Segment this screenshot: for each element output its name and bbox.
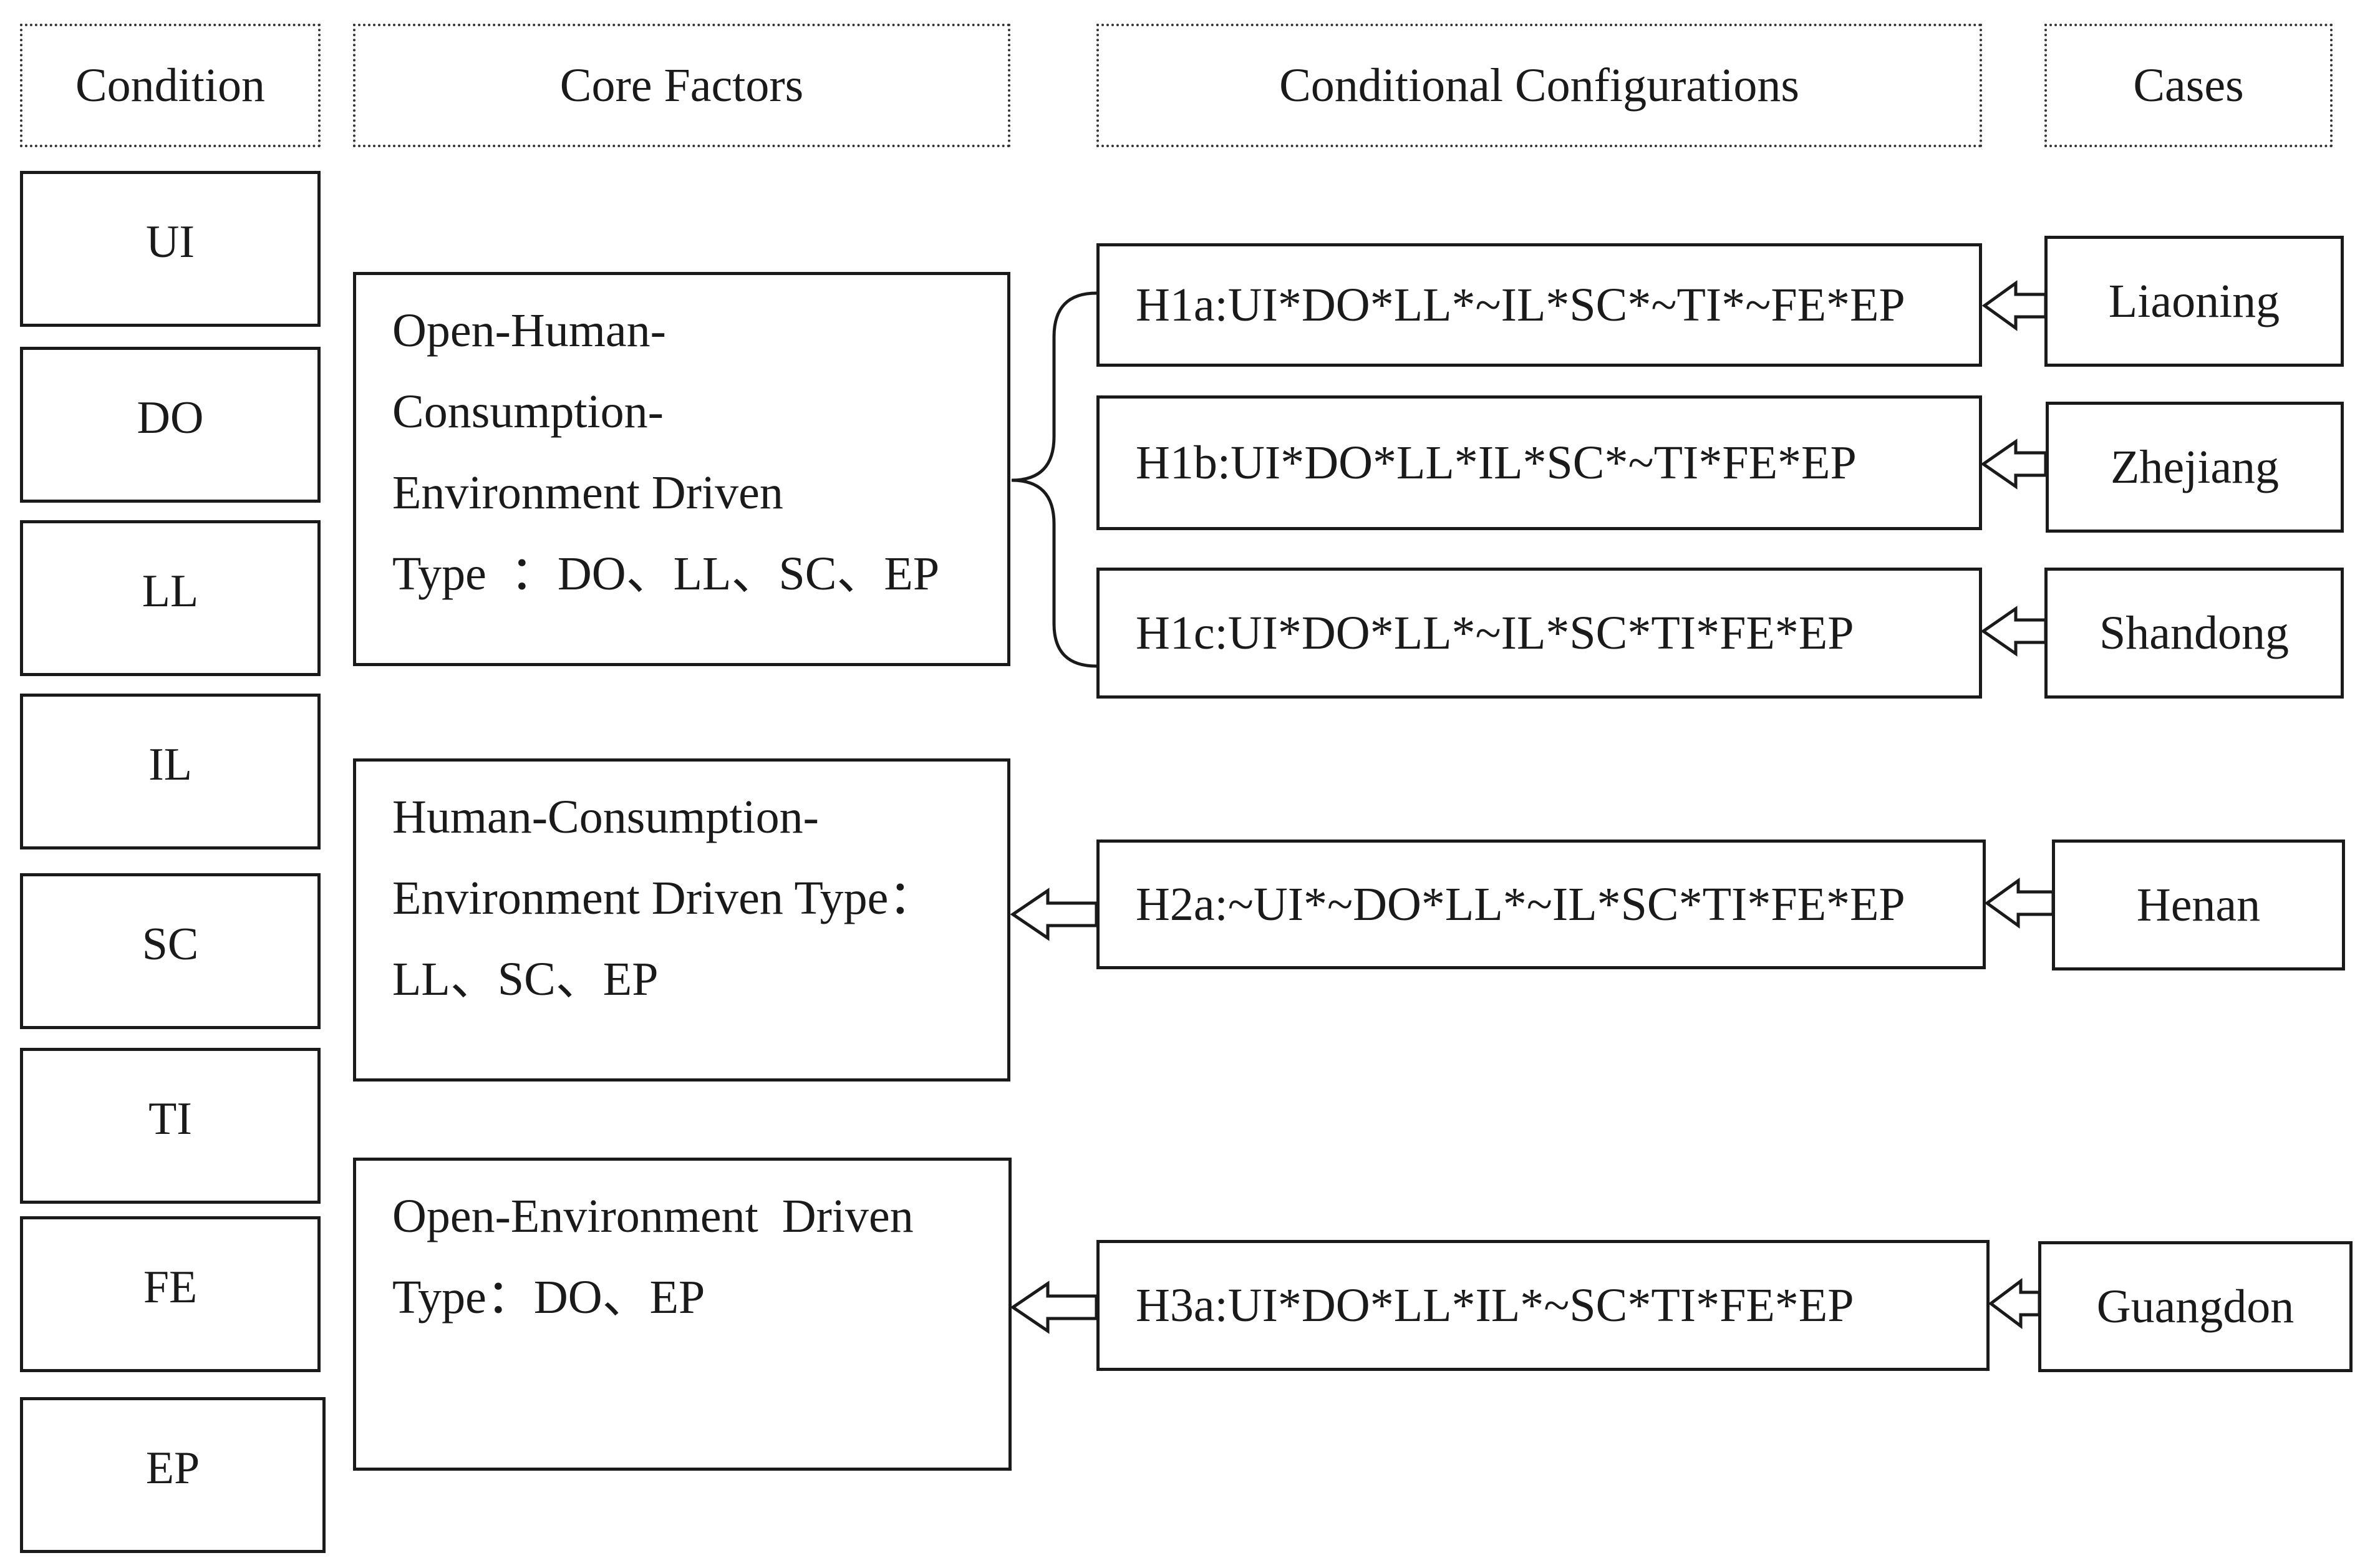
case-box: Henan	[2052, 840, 2345, 970]
case-label: Henan	[2136, 879, 2261, 931]
header-condition-label: Condition	[75, 59, 266, 112]
core-factor-line: Environment Driven Type：	[392, 872, 936, 924]
arrow-h3a-to-core	[1010, 1280, 1098, 1334]
core-factor-line: Human-Consumption-	[392, 791, 819, 843]
case-label: Guangdon	[2096, 1280, 2295, 1333]
core-factor-line: Environment Driven	[392, 467, 783, 519]
condition-label: SC	[142, 919, 199, 970]
configuration-label: H1c:UI*DO*LL*~IL*SC*TI*FE*EP	[1136, 607, 1854, 659]
header-core-factors: Core Factors	[353, 24, 1010, 147]
configuration-box: H2a:~UI*~DO*LL*~IL*SC*TI*FE*EP	[1096, 840, 1986, 969]
configuration-label: H1a:UI*DO*LL*~IL*SC*~TI*~FE*EP	[1136, 279, 1905, 331]
arrow-henan-to-h2a	[1984, 878, 2055, 929]
condition-box: SC	[20, 873, 321, 1029]
core-factor-line: Type ：DO、LL、SC、EP	[392, 548, 940, 600]
configuration-box: H3a:UI*DO*LL*IL*~SC*TI*FE*EP	[1096, 1240, 1990, 1371]
case-box: Liaoning	[2044, 236, 2344, 367]
core-factor-box: Open-Human- Consumption- Environment Dri…	[353, 272, 1010, 666]
condition-label: LL	[142, 566, 199, 617]
case-label: Zhejiang	[2110, 441, 2280, 493]
core-factor-line: Open-Human-	[392, 304, 666, 357]
header-cases: Cases	[2044, 24, 2333, 147]
condition-box: UI	[20, 171, 321, 327]
configuration-label: H2a:~UI*~DO*LL*~IL*SC*TI*FE*EP	[1136, 878, 1905, 931]
case-box: Zhejiang	[2046, 402, 2344, 533]
header-configurations-label: Conditional Configurations	[1279, 59, 1799, 112]
arrow-h2a-to-core	[1010, 888, 1098, 941]
core-factor-line: Open-Environment Driven	[392, 1190, 914, 1242]
core-factor-line: Type：DO、EP	[392, 1271, 705, 1324]
condition-box: TI	[20, 1048, 321, 1204]
arrow-guangdon-to-h3a	[1988, 1278, 2041, 1329]
condition-box: LL	[20, 520, 321, 676]
core-factor-box: Open-Environment Driven Type：DO、EP	[353, 1158, 1012, 1471]
arrow-shandong-to-h1c	[1980, 606, 2048, 657]
case-box: Shandong	[2044, 568, 2344, 699]
configuration-box: H1a:UI*DO*LL*~IL*SC*~TI*~FE*EP	[1096, 243, 1982, 367]
condition-label: IL	[148, 739, 192, 790]
header-cases-label: Cases	[2133, 59, 2244, 112]
case-label: Liaoning	[2108, 275, 2280, 327]
configuration-label: H3a:UI*DO*LL*IL*~SC*TI*FE*EP	[1136, 1279, 1854, 1332]
condition-label: TI	[148, 1093, 192, 1145]
core-factor-line: Consumption-	[392, 385, 664, 438]
header-condition: Condition	[20, 24, 321, 147]
condition-label: UI	[145, 216, 195, 268]
core-factor-box: Human-Consumption- Environment Driven Ty…	[353, 758, 1010, 1082]
condition-box: IL	[20, 694, 321, 849]
case-label: Shandong	[2099, 607, 2289, 659]
condition-box: FE	[20, 1216, 321, 1372]
case-box: Guangdon	[2038, 1241, 2353, 1372]
header-conditional-configurations: Conditional Configurations	[1096, 24, 1982, 147]
configuration-box: H1c:UI*DO*LL*~IL*SC*TI*FE*EP	[1096, 568, 1982, 699]
condition-box: EP	[20, 1397, 326, 1553]
brace-connector	[1011, 291, 1097, 668]
arrow-zhejiang-to-h1b	[1980, 438, 2048, 490]
condition-label: EP	[145, 1443, 200, 1494]
configuration-box: H1b:UI*DO*LL*IL*SC*~TI*FE*EP	[1096, 395, 1982, 530]
condition-label: FE	[143, 1262, 198, 1313]
core-factor-line: LL、SC、EP	[392, 953, 659, 1005]
configuration-label: H1b:UI*DO*LL*IL*SC*~TI*FE*EP	[1136, 437, 1857, 489]
arrow-liaoning-to-h1a	[1981, 280, 2048, 331]
header-core-factors-label: Core Factors	[559, 59, 804, 112]
condition-label: DO	[137, 392, 204, 443]
condition-box: DO	[20, 347, 321, 503]
